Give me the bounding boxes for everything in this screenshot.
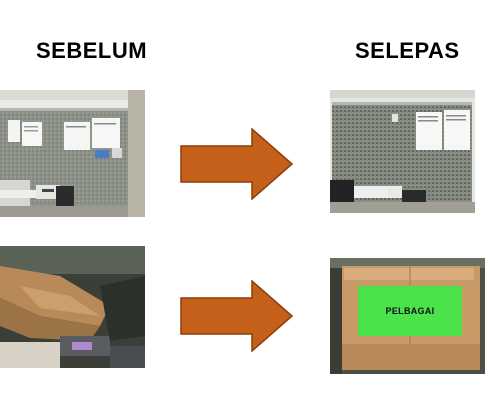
category-sign: PELBAGAI bbox=[358, 286, 462, 336]
before-photo-board bbox=[0, 90, 145, 217]
arrow-right-icon bbox=[180, 279, 294, 353]
before-photo-boxes bbox=[0, 246, 145, 368]
arrow-right-icon bbox=[180, 127, 294, 201]
after-photo-board bbox=[330, 90, 475, 213]
heading-after: SELEPAS bbox=[355, 38, 460, 63]
after-photo-boxes: PELBAGAI bbox=[330, 258, 485, 374]
heading-before: SEBELUM bbox=[36, 38, 148, 63]
sign-label: PELBAGAI bbox=[385, 306, 435, 316]
